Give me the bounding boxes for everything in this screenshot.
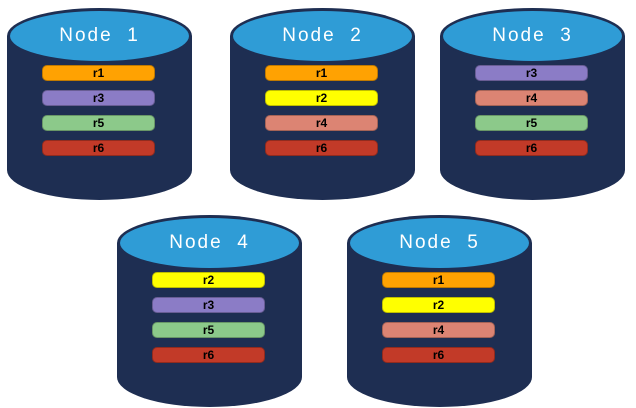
replica-bar-r3: r3	[42, 90, 155, 106]
node-label: Node 3	[492, 25, 573, 46]
replica-bar-r4: r4	[382, 322, 495, 338]
node-label: Node 2	[282, 25, 363, 46]
replica-list: r1 r2 r4 r6	[347, 215, 532, 407]
replica-bar-r1: r1	[265, 65, 378, 81]
db-node-2: Node 2 r1 r2 r4 r6	[230, 8, 415, 200]
replica-bar-r3: r3	[152, 297, 265, 313]
replica-bar-r4: r4	[475, 90, 588, 106]
replica-bar-r5: r5	[42, 115, 155, 131]
db-node-3: Node 3 r3 r4 r5 r6	[440, 8, 625, 200]
replica-bar-r2: r2	[152, 272, 265, 288]
replica-bar-r6: r6	[265, 140, 378, 156]
replica-bar-r5: r5	[152, 322, 265, 338]
db-node-top-face: Node 1	[10, 11, 189, 61]
db-node-top-face: Node 4	[120, 218, 299, 268]
node-label: Node 1	[59, 25, 140, 46]
replica-bar-r5: r5	[475, 115, 588, 131]
replica-bar-r1: r1	[382, 272, 495, 288]
node-label: Node 4	[169, 232, 250, 253]
replica-bar-r6: r6	[42, 140, 155, 156]
db-node-top-face: Node 5	[350, 218, 529, 268]
db-node-top-face: Node 3	[443, 11, 622, 61]
replica-list: r2 r3 r5 r6	[117, 215, 302, 407]
replica-bar-r2: r2	[265, 90, 378, 106]
db-node-4: Node 4 r2 r3 r5 r6	[117, 215, 302, 407]
replica-bar-r6: r6	[382, 347, 495, 363]
replica-bar-r1: r1	[42, 65, 155, 81]
replica-bar-r6: r6	[152, 347, 265, 363]
db-node-top-face: Node 2	[233, 11, 412, 61]
node-label: Node 5	[399, 232, 480, 253]
replica-list: r3 r4 r5 r6	[440, 8, 625, 200]
db-node-5: Node 5 r1 r2 r4 r6	[347, 215, 532, 407]
replica-bar-r2: r2	[382, 297, 495, 313]
replica-list: r1 r2 r4 r6	[230, 8, 415, 200]
replica-bar-r3: r3	[475, 65, 588, 81]
replica-bar-r6: r6	[475, 140, 588, 156]
db-node-1: Node 1 r1 r3 r5 r6	[7, 8, 192, 200]
replica-list: r1 r3 r5 r6	[7, 8, 192, 200]
replica-bar-r4: r4	[265, 115, 378, 131]
